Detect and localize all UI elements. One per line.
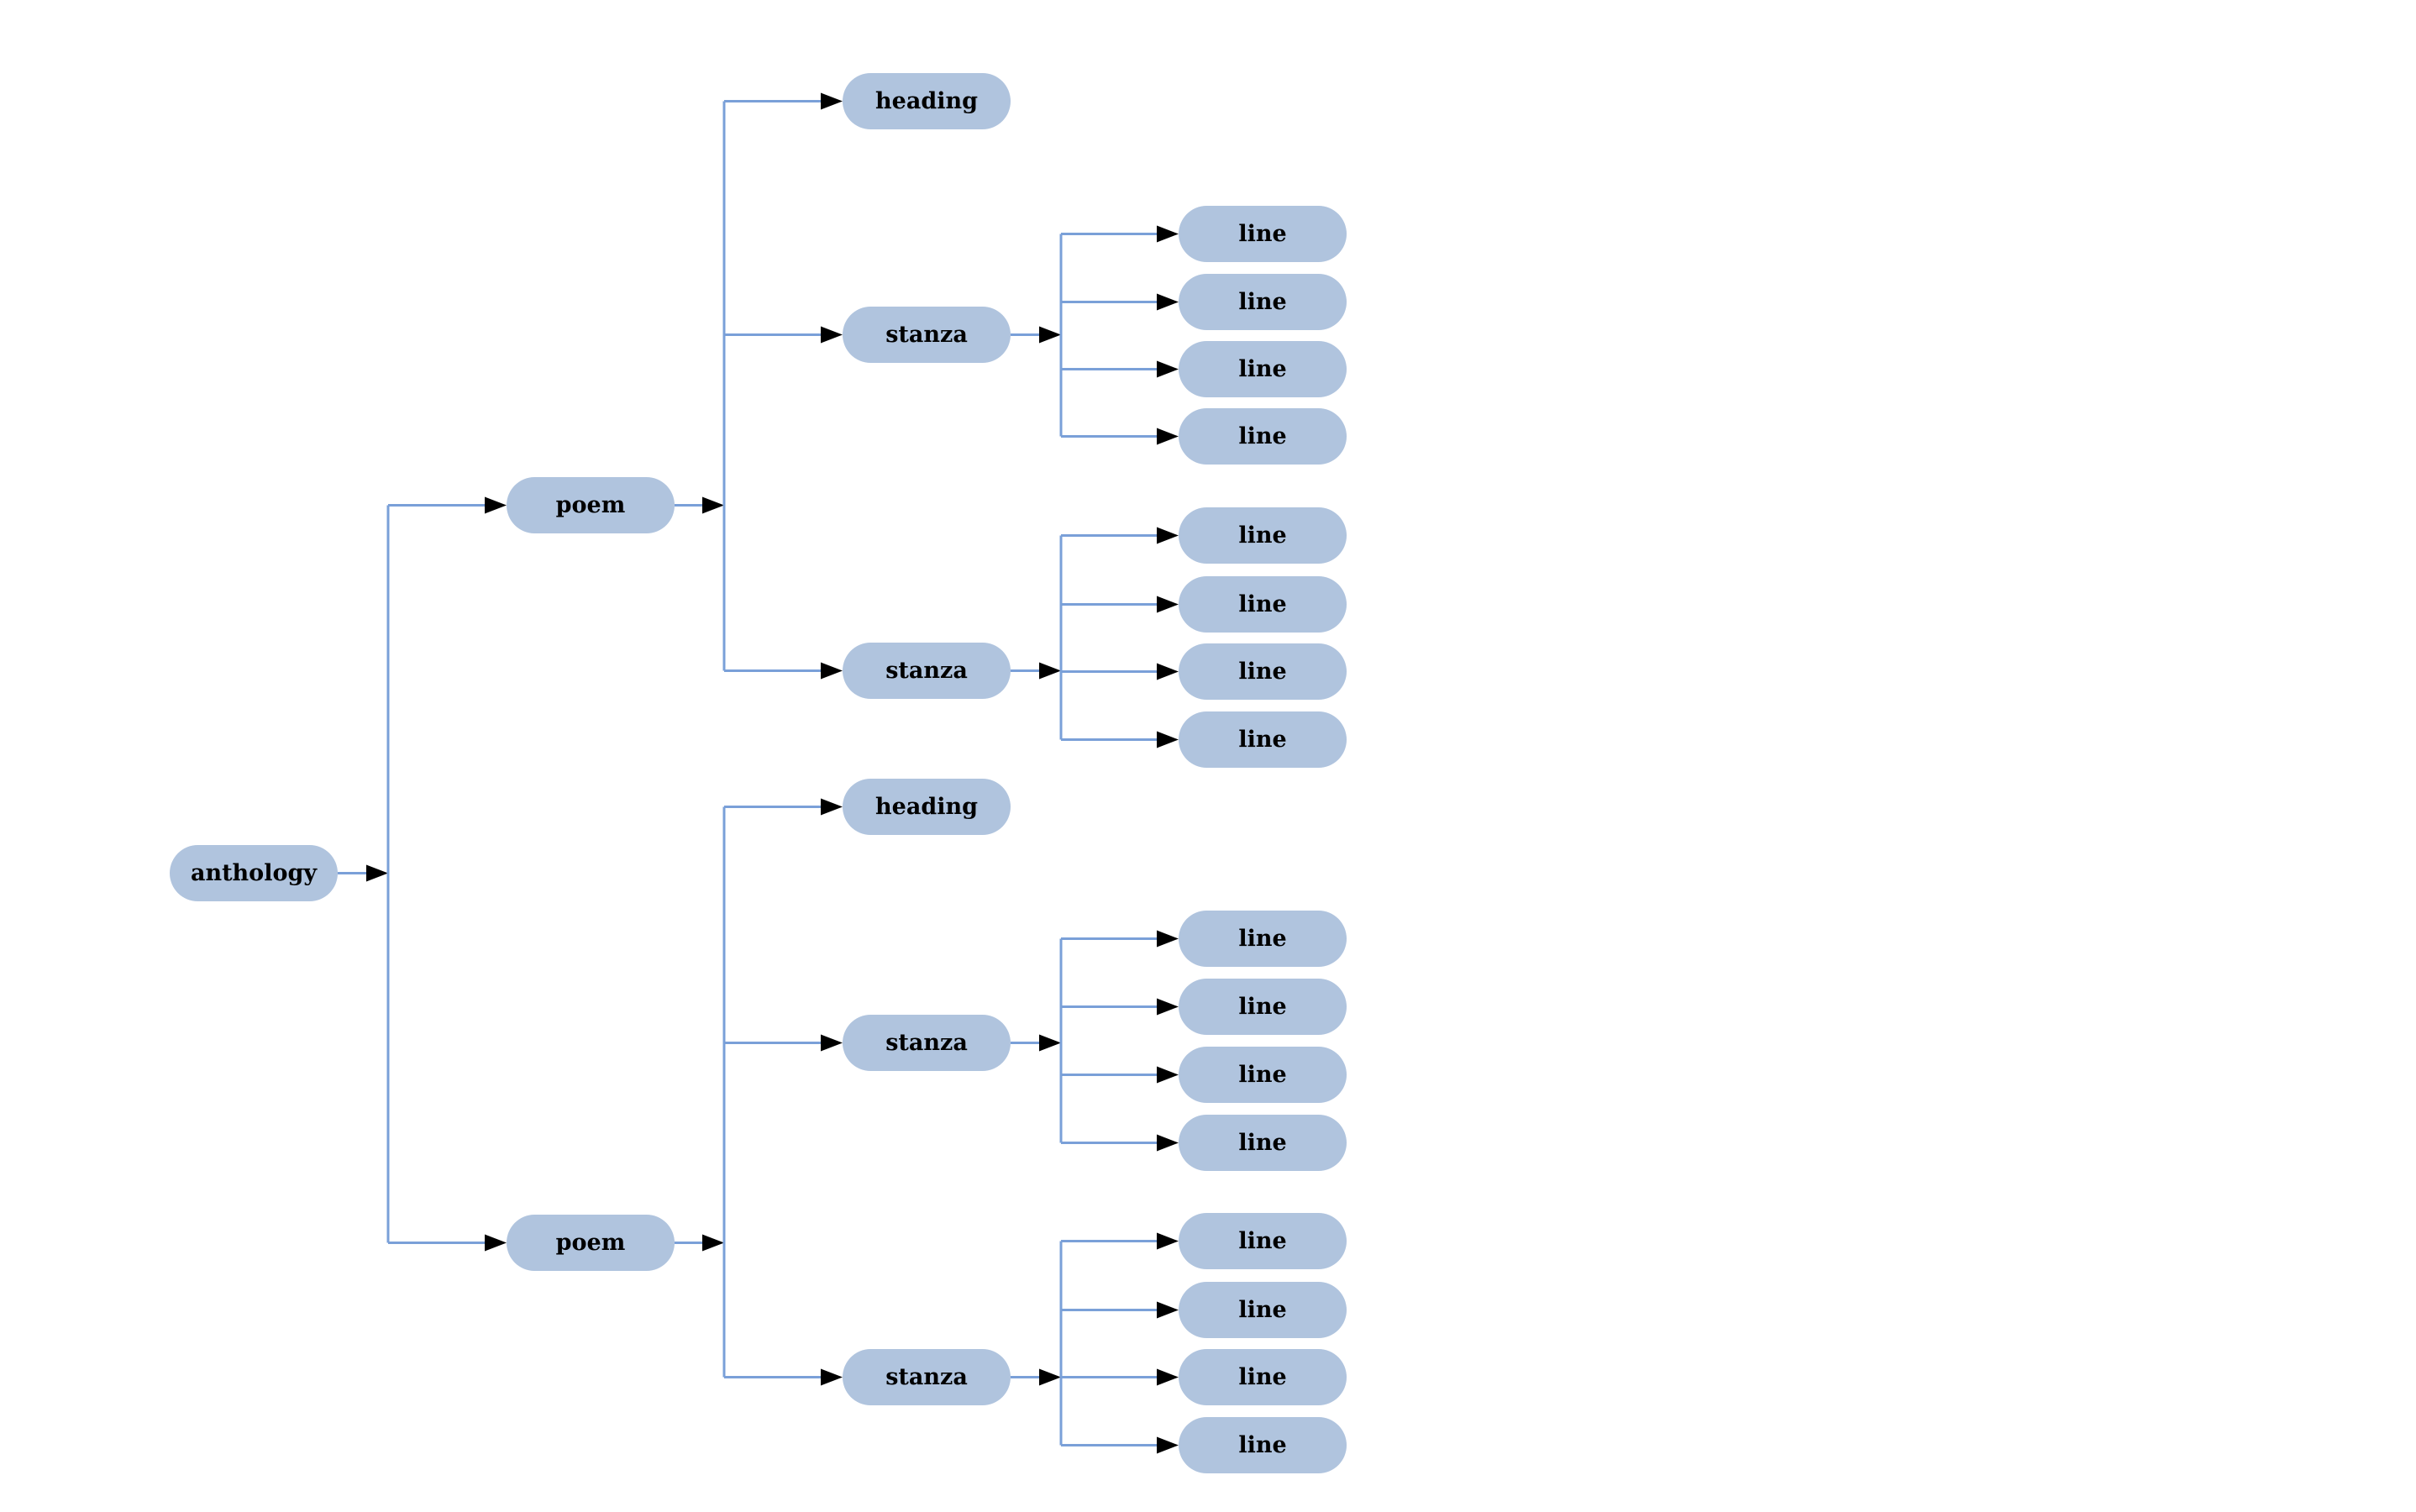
edge-arrowhead-icon	[1157, 596, 1179, 613]
edge-arrowhead-icon	[821, 798, 843, 816]
edge-arrowhead-icon	[1157, 1232, 1179, 1250]
edge-arrowhead-icon	[1157, 1436, 1179, 1454]
node-line: line	[1179, 576, 1347, 633]
node-line: line	[1179, 911, 1347, 967]
node-anthology: anthology	[170, 845, 338, 901]
edge-arrowhead-icon	[1157, 1066, 1179, 1084]
edge-arrowhead-icon	[1157, 360, 1179, 378]
edge-arrowhead-icon	[1157, 663, 1179, 680]
edge-arrowhead-icon	[821, 326, 843, 344]
edge-arrowhead-icon	[821, 662, 843, 680]
edge-arrowhead-icon	[485, 1234, 507, 1252]
edge-arrowhead-icon	[821, 92, 843, 110]
edge-arrowhead-icon	[1157, 527, 1179, 544]
node-line: line	[1179, 1213, 1347, 1269]
edge-arrowhead-icon	[821, 1034, 843, 1052]
edge-arrowhead-icon	[1039, 326, 1061, 344]
edge-arrowhead-icon	[1157, 1301, 1179, 1319]
edge-arrowhead-icon	[485, 496, 507, 514]
node-line: line	[1179, 1417, 1347, 1473]
node-heading: heading	[843, 779, 1011, 835]
node-line: line	[1179, 341, 1347, 397]
node-line: line	[1179, 507, 1347, 564]
edge-arrowhead-icon	[1157, 1134, 1179, 1152]
edge-arrowhead-icon	[1039, 1034, 1061, 1052]
node-stanza: stanza	[843, 1015, 1011, 1071]
edge-arrowhead-icon	[1157, 930, 1179, 948]
node-line: line	[1179, 274, 1347, 330]
node-line: line	[1179, 979, 1347, 1035]
node-line: line	[1179, 1349, 1347, 1405]
edge-arrowhead-icon	[1157, 1368, 1179, 1386]
node-line: line	[1179, 206, 1347, 262]
edge-arrowhead-icon	[1157, 293, 1179, 311]
node-stanza: stanza	[843, 643, 1011, 699]
node-poem: poem	[507, 1215, 675, 1271]
node-line: line	[1179, 711, 1347, 768]
node-stanza: stanza	[843, 1349, 1011, 1405]
edge-arrowhead-icon	[702, 1234, 724, 1252]
edge-arrowhead-icon	[821, 1368, 843, 1386]
edge-arrowhead-icon	[1157, 225, 1179, 243]
node-line: line	[1179, 1282, 1347, 1338]
edge-arrowhead-icon	[1039, 1368, 1061, 1386]
edge-arrowhead-icon	[1039, 662, 1061, 680]
edge-arrowhead-icon	[1157, 731, 1179, 748]
node-line: line	[1179, 408, 1347, 465]
edge-arrowhead-icon	[1157, 998, 1179, 1016]
node-line: line	[1179, 643, 1347, 700]
node-stanza: stanza	[843, 307, 1011, 363]
node-line: line	[1179, 1115, 1347, 1171]
edge-arrowhead-icon	[366, 864, 388, 882]
edge-arrowhead-icon	[702, 496, 724, 514]
node-poem: poem	[507, 477, 675, 533]
node-heading: heading	[843, 73, 1011, 129]
edge-arrowhead-icon	[1157, 428, 1179, 445]
node-line: line	[1179, 1047, 1347, 1103]
